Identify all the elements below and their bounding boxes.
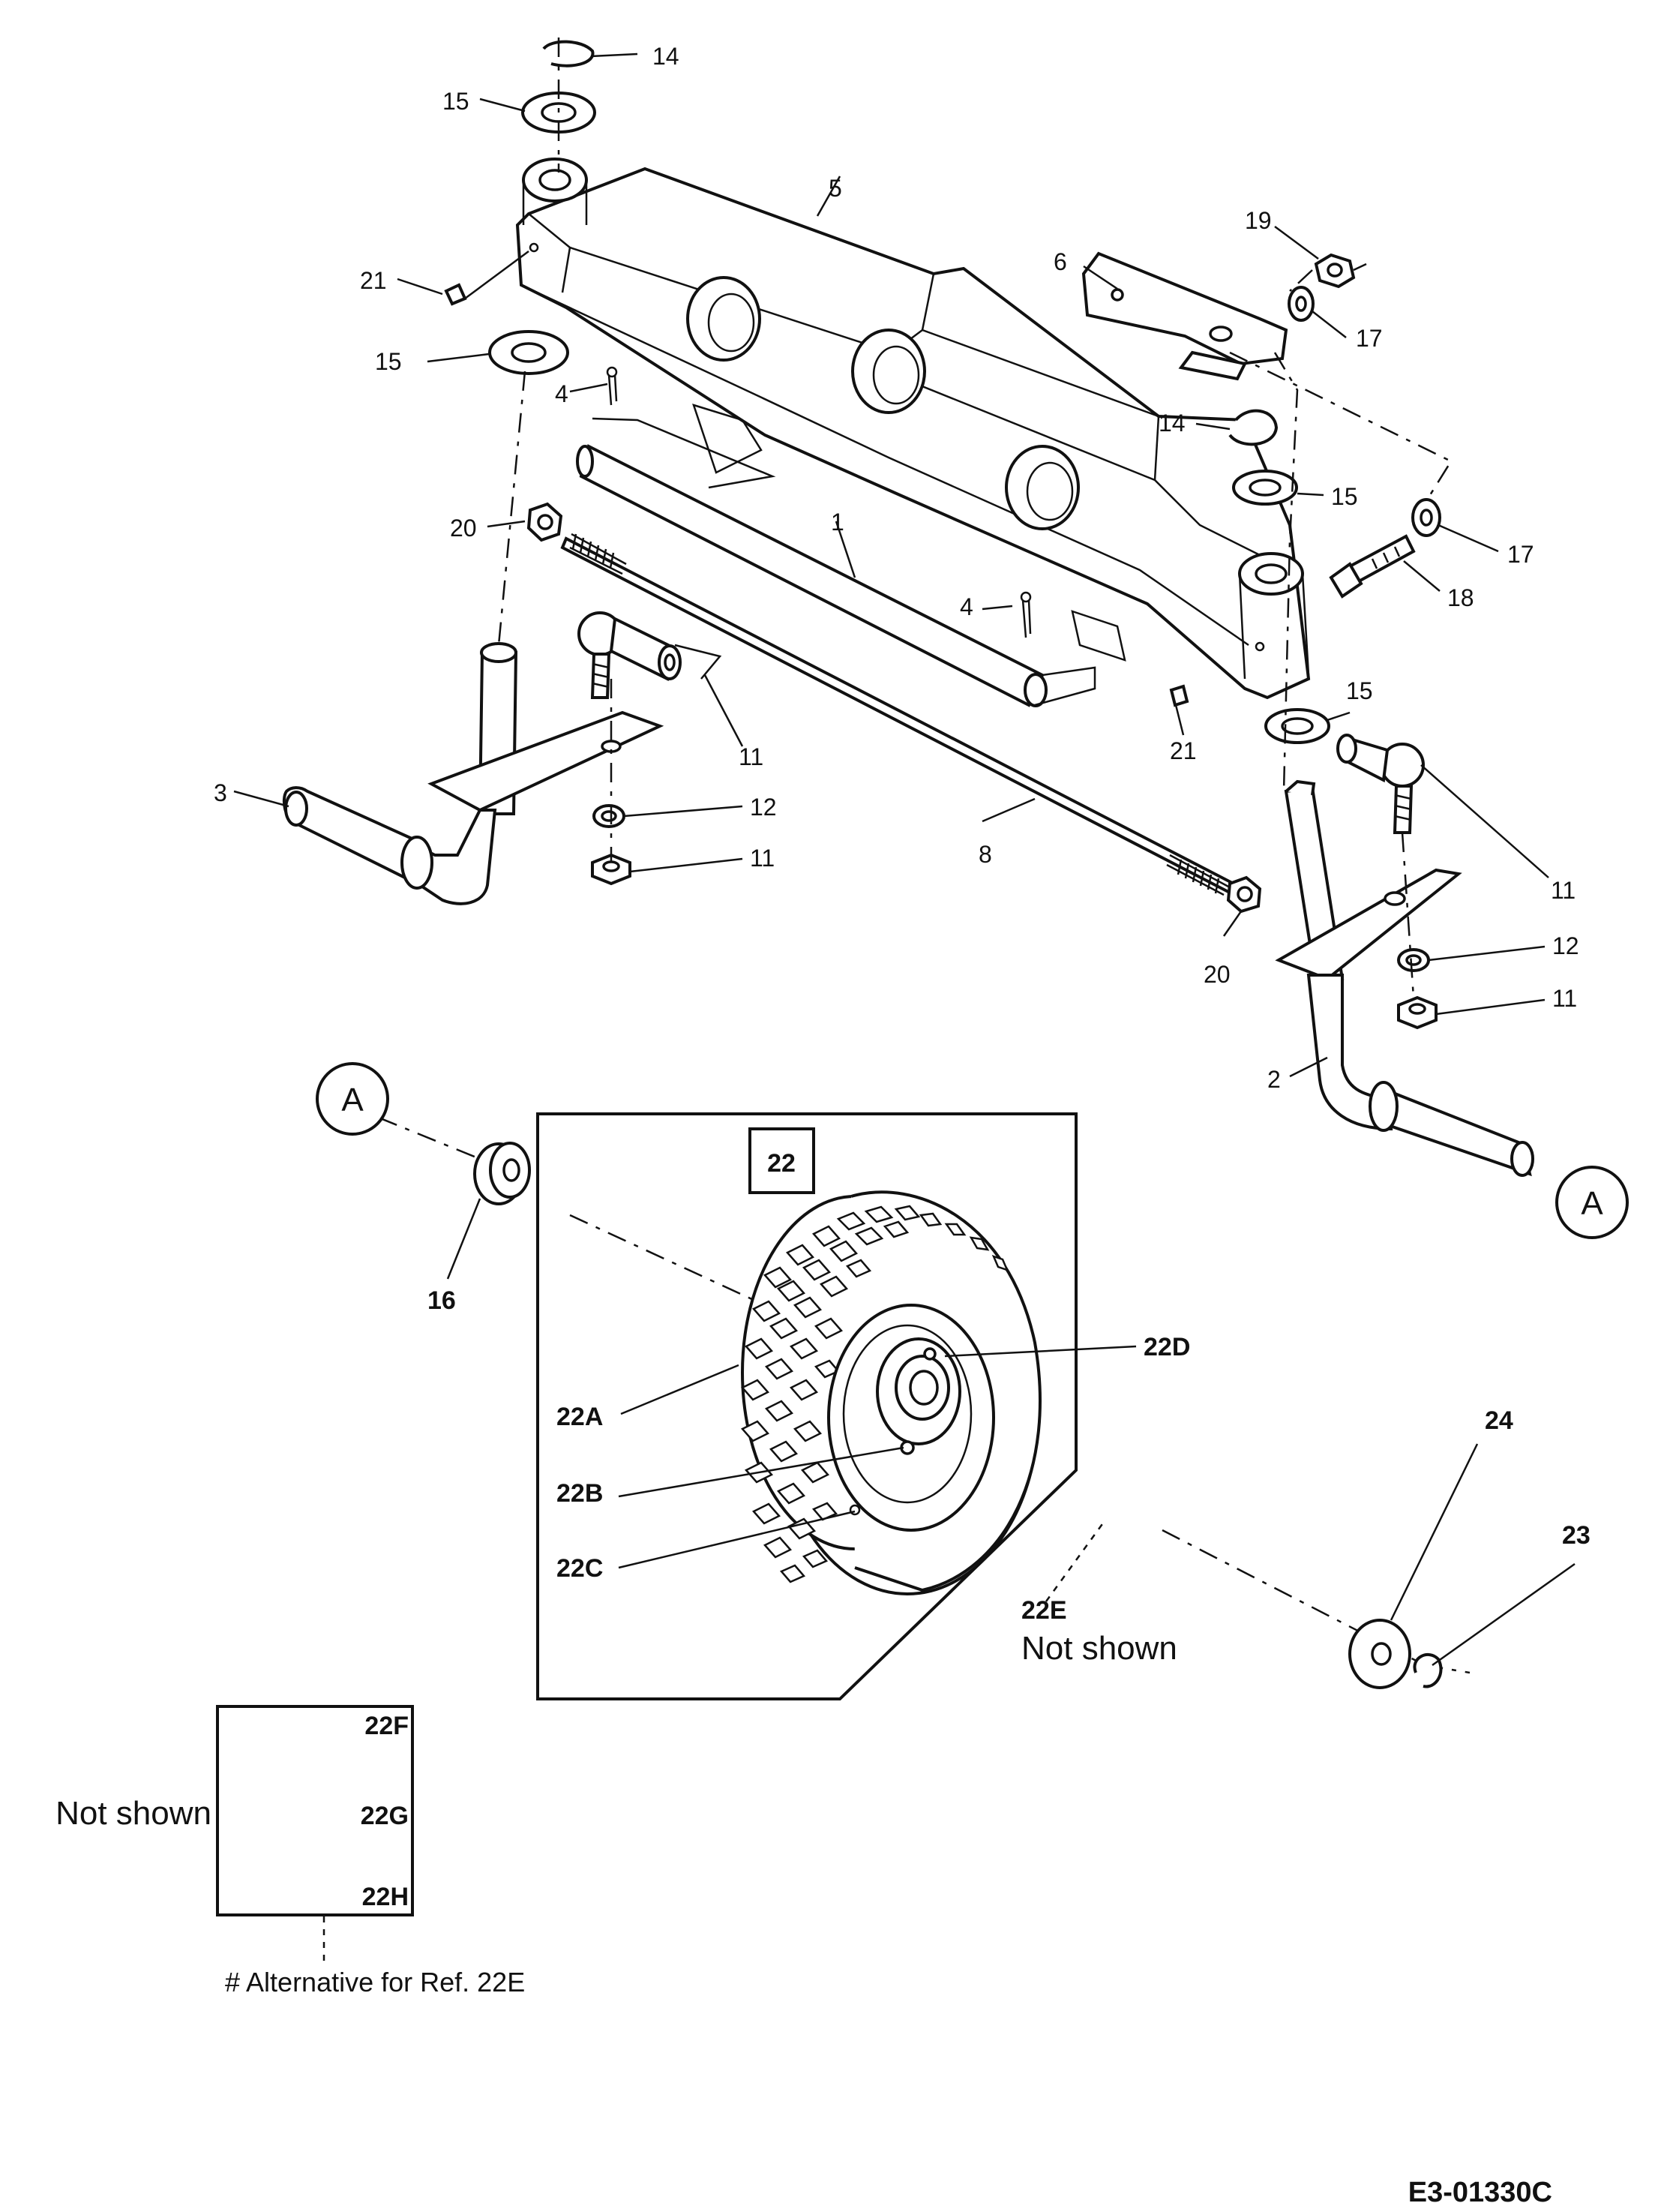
callout-21-right: 21 xyxy=(1170,737,1197,764)
callout-22F: 22F xyxy=(364,1712,409,1740)
callout-24: 24 xyxy=(1485,1406,1513,1435)
spindle-part-3-left xyxy=(282,642,664,905)
callout-21-left: 21 xyxy=(360,267,387,294)
washer-part-15-right-upper xyxy=(1232,470,1298,506)
tire-tread xyxy=(740,1205,1009,1583)
note-22E-not-shown: Not shown xyxy=(1021,1630,1177,1667)
washer-part-15-right-lower xyxy=(1264,708,1330,744)
callout-12-right: 12 xyxy=(1552,932,1579,959)
washer-part-24 xyxy=(1348,1619,1411,1689)
nut-part-11-right xyxy=(1397,995,1438,1030)
nut-part-20-right xyxy=(1226,875,1262,914)
callout-11-left-nut: 11 xyxy=(750,845,775,872)
callout-5: 5 xyxy=(829,175,842,202)
callout-22A: 22A xyxy=(556,1403,603,1431)
washer-part-16 xyxy=(473,1142,531,1205)
washer-part-17-top xyxy=(1288,286,1315,322)
wheel-assembly-frame xyxy=(536,1112,1078,1700)
spindle-part-2-right xyxy=(1275,779,1534,1177)
callout-4-right: 4 xyxy=(960,593,973,620)
nut-part-19 xyxy=(1314,253,1367,289)
axle-beam-part-5 xyxy=(515,158,1311,700)
washer-part-15-left-lower xyxy=(488,330,569,375)
cotter-pin-part-4-right xyxy=(1020,591,1032,638)
callout-22E: 22E xyxy=(1021,1596,1067,1625)
wheel-part-22 xyxy=(740,1190,1042,1595)
reference-circle-a-right: A xyxy=(1555,1166,1629,1239)
callout-6: 6 xyxy=(1054,248,1067,275)
drawing-code: E3-01330C xyxy=(1408,2177,1552,2208)
callout-15-left-upper: 15 xyxy=(442,88,469,115)
callout-4-left: 4 xyxy=(555,380,568,407)
callout-2: 2 xyxy=(1267,1066,1281,1093)
callout-19: 19 xyxy=(1245,207,1272,234)
callout-20-left: 20 xyxy=(450,515,477,542)
lock-washer-part-12-left xyxy=(592,804,625,828)
reference-circle-a-left: A xyxy=(316,1062,389,1136)
callout-14-left: 14 xyxy=(652,43,679,70)
note-alternative-22E: # Alternative for Ref. 22E xyxy=(225,1967,525,1997)
callout-1: 1 xyxy=(831,509,844,536)
callout-17-lower: 17 xyxy=(1507,541,1534,568)
lock-washer-part-12-right xyxy=(1397,948,1430,972)
callout-22G: 22G xyxy=(361,1802,409,1830)
ref-a-left-label: A xyxy=(341,1082,364,1118)
circlip-part-23 xyxy=(1413,1653,1443,1688)
bolt-part-18 xyxy=(1329,534,1416,599)
cotter-pin-part-4-left xyxy=(606,366,618,406)
callout-15-right-upper: 15 xyxy=(1331,483,1358,510)
callout-14-right: 14 xyxy=(1159,410,1186,437)
steering-bracket-part-6 xyxy=(1081,251,1288,381)
pin-part-21-left xyxy=(444,283,467,306)
callout-16: 16 xyxy=(427,1286,456,1315)
ref-a-right-label: A xyxy=(1581,1185,1603,1222)
callout-18: 18 xyxy=(1447,584,1474,611)
pivot-rod-part-1 xyxy=(576,417,1096,707)
alternative-parts-box xyxy=(216,1705,414,1961)
callout-22B: 22B xyxy=(556,1479,603,1508)
ball-joint-part-11-right xyxy=(1336,734,1425,834)
nut-part-20-left xyxy=(526,502,563,542)
callout-15-left-lower: 15 xyxy=(375,348,402,375)
callout-11-right-nut: 11 xyxy=(1552,985,1577,1012)
ball-joint-part-11-left xyxy=(577,611,722,699)
callout-22D: 22D xyxy=(1144,1333,1190,1361)
pin-part-21-right xyxy=(1169,684,1189,707)
callout-22C: 22C xyxy=(556,1554,603,1583)
callout-11-left-joint: 11 xyxy=(739,743,763,770)
callout-17-top: 17 xyxy=(1356,325,1383,352)
washer-part-17-lower xyxy=(1411,498,1441,537)
leader-lines xyxy=(233,53,1576,1667)
callout-15-right-lower: 15 xyxy=(1346,677,1373,704)
circlip-part-14-left xyxy=(542,40,595,68)
callout-8: 8 xyxy=(979,841,992,868)
circlip-part-14-right xyxy=(1228,409,1279,446)
callout-22: 22 xyxy=(767,1149,796,1178)
note-box-not-shown: Not shown xyxy=(55,1795,211,1832)
callout-20-right: 20 xyxy=(1204,961,1231,988)
callout-3: 3 xyxy=(214,779,227,806)
callout-23: 23 xyxy=(1562,1521,1591,1550)
callout-22H: 22H xyxy=(362,1883,409,1911)
callout-11-right-joint: 11 xyxy=(1551,877,1576,904)
callout-12-left: 12 xyxy=(750,794,777,821)
